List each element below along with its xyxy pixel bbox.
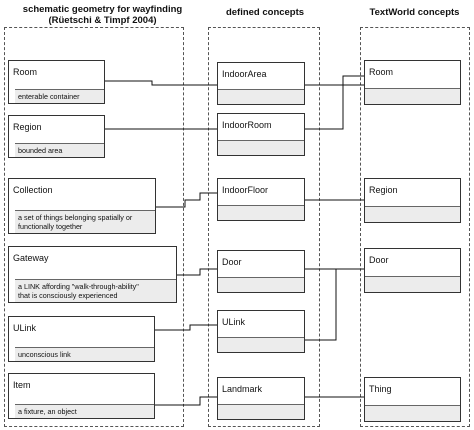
defined-box-indoorroom-name: IndoorRoom — [222, 120, 272, 130]
textworld-box-room: Room — [364, 60, 461, 105]
schematic-box-gateway: Gateway a LINK affording "walk-through-a… — [8, 246, 177, 303]
textworld-box-door: Door — [364, 248, 461, 293]
defined-box-door-desc — [218, 277, 304, 292]
schematic-box-collection-desc: a set of things belonging spatially or f… — [15, 210, 155, 233]
schematic-header-line2: (Rüetschi & Timpf 2004) — [48, 15, 157, 26]
schematic-header: schematic geometry for wayfinding (Rüets… — [0, 4, 205, 26]
defined-box-door-name: Door — [222, 257, 242, 267]
defined-box-landmark-desc — [218, 404, 304, 419]
textworld-box-region: Region — [364, 178, 461, 223]
link-collection-indoorfloor — [156, 192, 217, 208]
defined-column-frame — [208, 27, 320, 427]
defined-box-landmark: Landmark — [217, 377, 305, 420]
schematic-box-item-desc: a fixture, an object — [15, 404, 154, 418]
textworld-header: TextWorld concepts — [369, 7, 460, 18]
schematic-box-gateway-desc: a LINK affording "walk-through-ability" … — [15, 279, 176, 302]
textworld-box-room-desc — [365, 88, 460, 104]
defined-box-indoorfloor-desc — [218, 205, 304, 220]
schematic-box-ulink: ULink unconscious link — [8, 316, 155, 362]
schematic-box-ulink-desc: unconscious link — [15, 347, 154, 361]
defined-box-ulink: ULink — [217, 310, 305, 353]
defined-box-door: Door — [217, 250, 305, 293]
textworld-box-region-desc — [365, 206, 460, 222]
schematic-box-room-desc: enterable container — [15, 89, 104, 103]
defined-header: defined concepts — [225, 7, 305, 18]
schematic-box-region-name: Region — [13, 122, 42, 132]
schematic-box-ulink-name: ULink — [13, 323, 37, 333]
link-item-landmark — [155, 396, 217, 406]
defined-box-indoorfloor: IndoorFloor — [217, 178, 305, 221]
defined-box-indoorarea: IndoorArea — [217, 62, 305, 105]
defined-box-ulink-desc — [218, 337, 304, 352]
defined-box-indoorroom-desc — [218, 140, 304, 155]
schematic-box-room: Room enterable container — [8, 60, 105, 104]
defined-box-indoorarea-name: IndoorArea — [222, 69, 267, 79]
textworld-column-frame — [360, 27, 470, 427]
schematic-box-gateway-name: Gateway — [13, 253, 49, 263]
textworld-box-thing-name: Thing — [369, 384, 392, 394]
defined-box-indoorarea-desc — [218, 89, 304, 104]
schematic-box-region-desc: bounded area — [15, 143, 104, 157]
link-ulink-door — [305, 269, 337, 341]
textworld-box-thing-desc — [365, 405, 460, 421]
textworld-box-region-name: Region — [369, 185, 398, 195]
schematic-header-line1: schematic geometry for wayfinding — [22, 4, 183, 15]
schematic-box-region: Region bounded area — [8, 115, 105, 158]
schematic-box-gateway-desc-line2: that is consciously experienced — [18, 291, 118, 300]
schematic-box-gateway-desc-line1: a LINK affording "walk-through-ability" — [18, 282, 139, 291]
schematic-box-room-name: Room — [13, 67, 38, 77]
defined-box-ulink-name: ULink — [222, 317, 246, 327]
schematic-box-collection: Collection a set of things belonging spa… — [8, 178, 156, 234]
link-gateway-door — [177, 268, 217, 276]
schematic-column-frame — [4, 27, 184, 427]
schematic-box-item: Item a fixture, an object — [8, 373, 155, 419]
defined-box-indoorfloor-name: IndoorFloor — [222, 185, 269, 195]
schematic-box-item-name: Item — [13, 380, 31, 390]
defined-box-landmark-name: Landmark — [222, 384, 263, 394]
link-indoorroom-room — [305, 75, 364, 130]
textworld-box-door-desc — [365, 276, 460, 292]
defined-box-indoorroom: IndoorRoom — [217, 113, 305, 156]
link-ulink-ulink — [155, 324, 217, 331]
textworld-box-door-name: Door — [369, 255, 389, 265]
schematic-box-collection-desc-line1: a set of things belonging spatially or — [18, 213, 133, 222]
textworld-box-thing: Thing — [364, 377, 461, 422]
textworld-box-room-name: Room — [369, 67, 394, 77]
link-room-indoorarea — [105, 80, 217, 86]
schematic-box-collection-name: Collection — [13, 185, 53, 195]
schematic-box-collection-desc-line2: functionally together — [18, 222, 83, 231]
